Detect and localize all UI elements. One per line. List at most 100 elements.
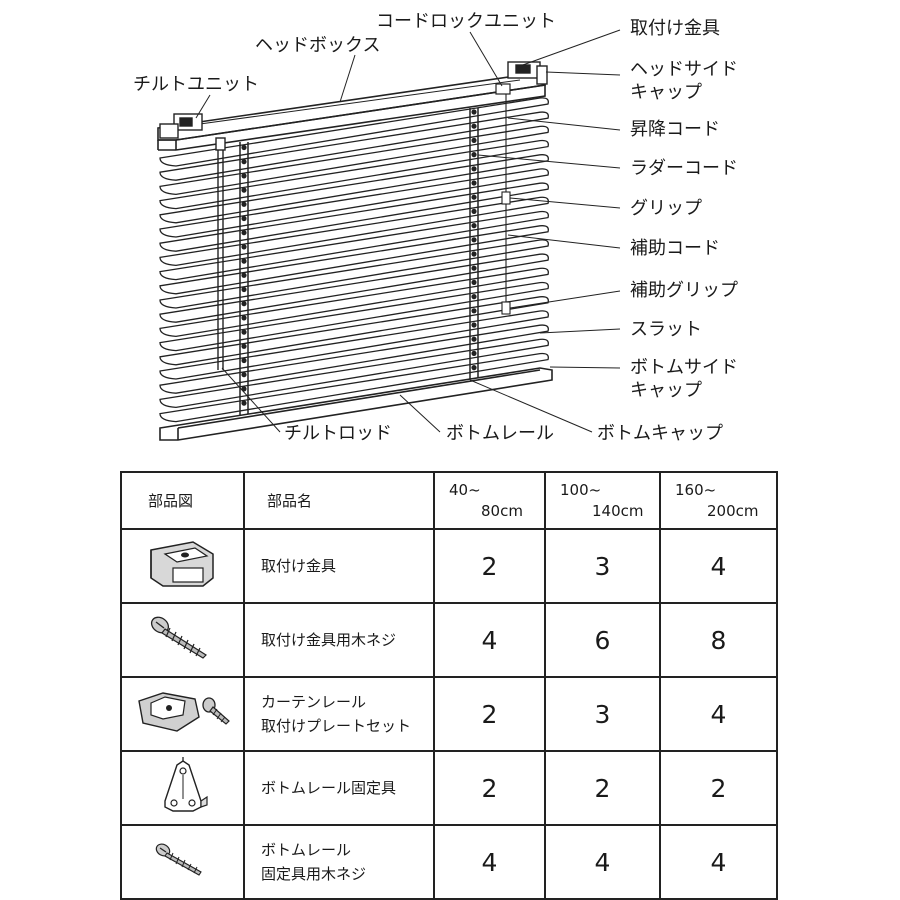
label-tilt-unit: チルトユニット xyxy=(133,74,259,95)
row-1-name-line1: 取付け金具 xyxy=(261,557,337,575)
row-5-qty-100-140: 4 xyxy=(544,824,661,900)
slat xyxy=(159,111,549,181)
ladder-dot xyxy=(471,180,477,186)
ladder-dot xyxy=(241,187,247,193)
label-head-side-cap-line2: キャップ xyxy=(630,82,702,103)
ladder-dot xyxy=(471,237,477,243)
label-cord-lock-unit: コードロックユニット xyxy=(376,11,556,32)
row-3-qty-40-80: 2 xyxy=(433,676,546,752)
header-name: 部品名 xyxy=(243,471,435,530)
slat xyxy=(159,225,549,295)
label-bottom-rail: ボトムレール xyxy=(446,423,554,444)
ladder-dot xyxy=(241,357,247,364)
label-bottom-cap: ボトムキャップ xyxy=(597,423,723,444)
ladder-cord-left xyxy=(239,142,249,422)
tilt-rod xyxy=(215,137,226,370)
header-diagram: 部品図 xyxy=(120,471,245,530)
header-size-40-80-b: 80cm xyxy=(481,501,523,520)
ladder-dot xyxy=(471,194,477,200)
label-head-box: ヘッドボックス xyxy=(255,35,381,56)
row-2-qty-160-200: 8 xyxy=(659,602,778,678)
slats-group xyxy=(159,97,549,423)
bottom-rail xyxy=(159,367,553,441)
label-aux-grip: 補助グリップ xyxy=(630,280,738,301)
table-row: ボトムレール固定具 2 2 2 xyxy=(120,750,778,826)
label-grip: グリップ xyxy=(630,198,702,219)
row-4-name: ボトムレール固定具 xyxy=(243,750,435,826)
row-5-qty-40-80: 4 xyxy=(433,824,546,900)
ladder-dot xyxy=(471,137,477,143)
row-3-name: カーテンレール 取付けプレートセット xyxy=(243,676,435,752)
row-1-name: 取付け金具 xyxy=(243,528,435,604)
slat xyxy=(159,139,549,210)
slat xyxy=(159,281,549,352)
row-5-qty-160-200: 4 xyxy=(659,824,778,900)
ladder-dot xyxy=(471,308,477,314)
parts-table: 部品図 部品名 40~ 80cm 100~ 140cm 160~ 200cm 取… xyxy=(120,471,778,900)
row-1-qty-160-200: 4 xyxy=(659,528,778,604)
label-lift-cord: 昇降コード xyxy=(630,119,720,140)
ladder-cord-right xyxy=(469,108,479,380)
row-2-qty-100-140: 6 xyxy=(544,602,661,678)
header-size-100-140: 100~ 140cm xyxy=(544,471,661,530)
blind-diagram xyxy=(157,29,621,441)
slat xyxy=(159,253,549,323)
curtain-rail-plate-icon xyxy=(120,676,245,752)
mounting-bracket-icon xyxy=(120,528,245,604)
ladder-dot xyxy=(241,258,247,264)
slat xyxy=(159,310,549,380)
table-row: カーテンレール 取付けプレートセット 2 3 4 xyxy=(120,676,778,752)
ladder-dot xyxy=(241,343,247,349)
ladder-dot xyxy=(241,230,247,236)
header-size-40-80: 40~ 80cm xyxy=(433,471,546,530)
ladder-dot xyxy=(241,372,247,378)
header-size-40-80-a: 40~ xyxy=(449,480,481,499)
row-2-qty-40-80: 4 xyxy=(433,602,546,678)
ladder-dot xyxy=(471,123,477,129)
ladder-dot xyxy=(471,336,477,342)
row-5-name: ボトムレール 固定具用木ネジ xyxy=(243,824,435,900)
label-head-side-cap-line1: ヘッドサイド xyxy=(630,59,738,80)
cord-lock-unit xyxy=(495,83,511,95)
ladder-dot xyxy=(241,173,247,179)
slat xyxy=(159,210,549,281)
slat xyxy=(159,239,549,309)
row-4-qty-160-200: 2 xyxy=(659,750,778,826)
ladder-dot xyxy=(471,365,477,371)
row-4-qty-100-140: 2 xyxy=(544,750,661,826)
label-tilt-rod: チルトロッド xyxy=(284,423,392,444)
slat xyxy=(159,196,549,267)
ladder-dot xyxy=(241,315,247,321)
ladder-dot xyxy=(241,215,247,222)
slat xyxy=(159,324,549,394)
table-header-row: 部品図 部品名 40~ 80cm 100~ 140cm 160~ 200cm xyxy=(120,471,778,530)
ladder-dots xyxy=(241,109,477,406)
ladder-dot xyxy=(241,272,247,278)
ladder-dot xyxy=(241,144,247,151)
table-row: 取付け金具用木ネジ 4 6 8 xyxy=(120,602,778,678)
slat xyxy=(159,352,549,423)
mounting-bracket xyxy=(507,61,548,85)
row-3-name-line2: 取付けプレートセット xyxy=(261,717,412,735)
ladder-dot xyxy=(471,208,477,214)
row-1-qty-40-80: 2 xyxy=(433,528,546,604)
ladder-dot xyxy=(471,251,477,257)
leader-lines xyxy=(195,29,621,433)
ladder-dot xyxy=(471,166,477,172)
ladder-dot xyxy=(241,400,247,406)
label-bottom-side-cap-line1: ボトムサイド xyxy=(630,357,738,378)
row-4-qty-40-80: 2 xyxy=(433,750,546,826)
header-size-160-200-a: 160~ xyxy=(675,480,717,499)
label-slat: スラット xyxy=(630,319,702,340)
header-size-100-140-a: 100~ xyxy=(560,480,602,499)
row-3-name-line1: カーテンレール xyxy=(261,693,367,711)
ladder-dot xyxy=(471,279,477,285)
ladder-dot xyxy=(241,286,247,293)
table-row: 取付け金具 2 3 4 xyxy=(120,528,778,604)
slat xyxy=(159,168,549,238)
label-aux-cord: 補助コード xyxy=(630,238,720,259)
ladder-dot xyxy=(241,244,247,250)
row-5-name-line2: 固定具用木ネジ xyxy=(261,865,367,883)
ladder-dot xyxy=(241,201,247,207)
label-mounting-bracket: 取付け金具 xyxy=(630,18,720,39)
